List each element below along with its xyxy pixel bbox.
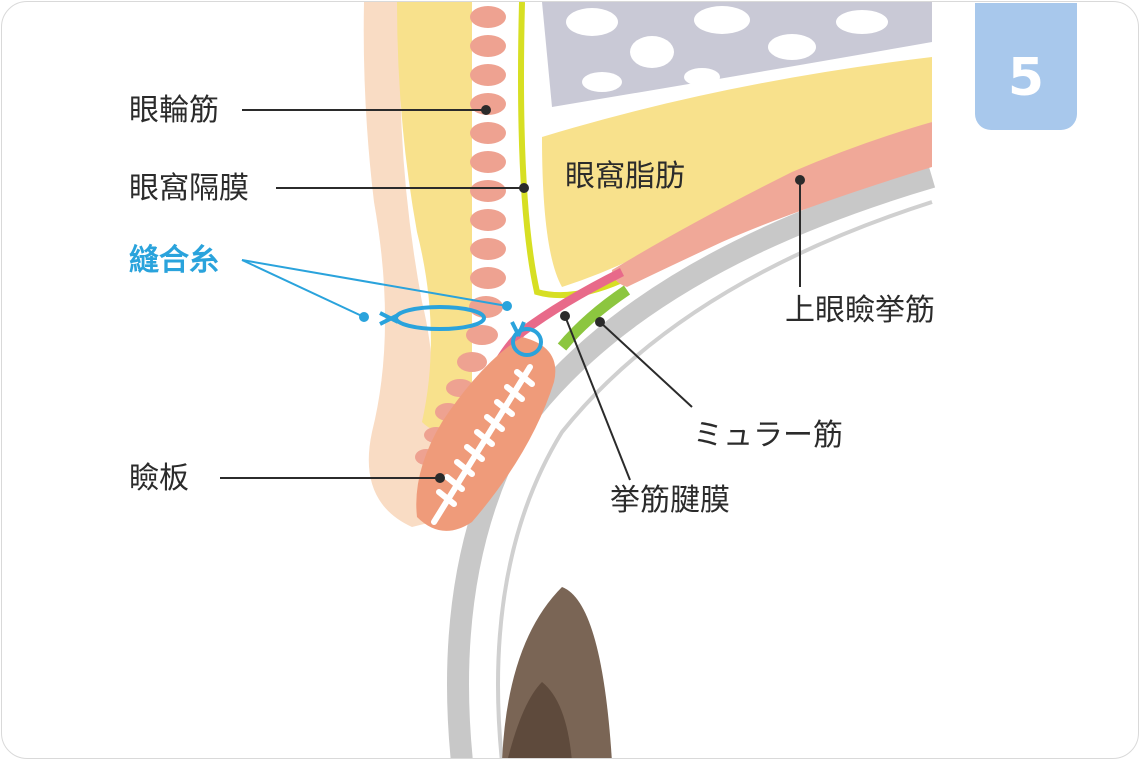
label-orbital-fat: 眼窩脂肪 [565, 159, 685, 194]
label-levator: 上眼瞼挙筋 [785, 293, 935, 328]
suture-thread [379, 305, 543, 357]
label-orbicularis: 眼輪筋 [129, 93, 219, 128]
label-aponeurosis: 挙筋腱膜 [610, 483, 730, 518]
suture-leader-lines [241, 259, 512, 322]
orbital-fat [542, 57, 932, 287]
pupil [508, 682, 572, 758]
tarsal-glands [431, 364, 535, 525]
orbital-bone-pores [566, 6, 888, 92]
label-suture: 縫合糸 [129, 243, 219, 278]
label-tarsus: 瞼板 [129, 461, 189, 496]
label-muller: ミュラー筋 [693, 418, 843, 453]
muller-band [557, 285, 631, 351]
step-number-badge: 5 [975, 3, 1077, 130]
orbital-bone [542, 2, 932, 107]
leader-lines [220, 105, 805, 483]
levator-muscle [612, 122, 932, 287]
label-septum: 眼窩隔膜 [129, 171, 249, 206]
skin-layer [363, 2, 436, 527]
eyeball-inner [496, 200, 933, 758]
